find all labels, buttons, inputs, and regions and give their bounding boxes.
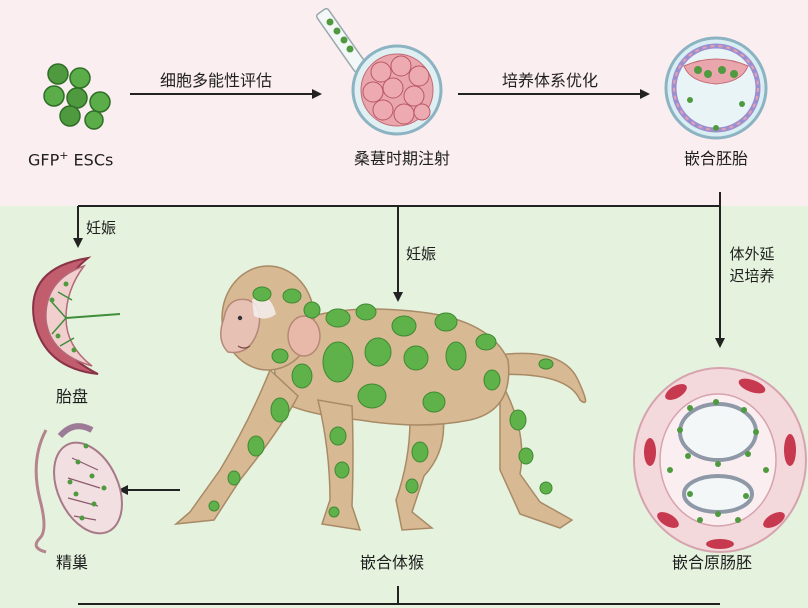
chimeric-monkey-icon [173,265,587,531]
stage-testis: 精巢 [56,553,89,572]
testis-icon [34,423,123,554]
stage-gastrula: 嵌合原肠胚 [672,553,753,572]
step-extended-culture: 体外延迟培养 [729,245,775,285]
placenta-icon [32,256,121,375]
stage-morula: 桑葚时期注射 [354,149,451,168]
esc-cluster-icon [43,63,111,130]
step-pregnancy-left: 妊娠 [86,219,117,237]
stage-chimeric-monkey: 嵌合体猴 [360,553,425,572]
stage-placenta: 胎盘 [56,387,89,406]
blastocyst-icon [664,36,768,140]
morula-injection-icon [316,7,443,136]
esc-label: GFP+ ESCs [28,149,114,170]
step-culture-opt: 培养体系优化 [502,71,599,90]
gastrula-icon [633,367,807,553]
step-pregnancy-center: 妊娠 [406,245,437,263]
stage-chimeric-embryo: 嵌合胚胎 [684,149,749,168]
step-pluripotency: 细胞多能性评估 [160,71,273,90]
